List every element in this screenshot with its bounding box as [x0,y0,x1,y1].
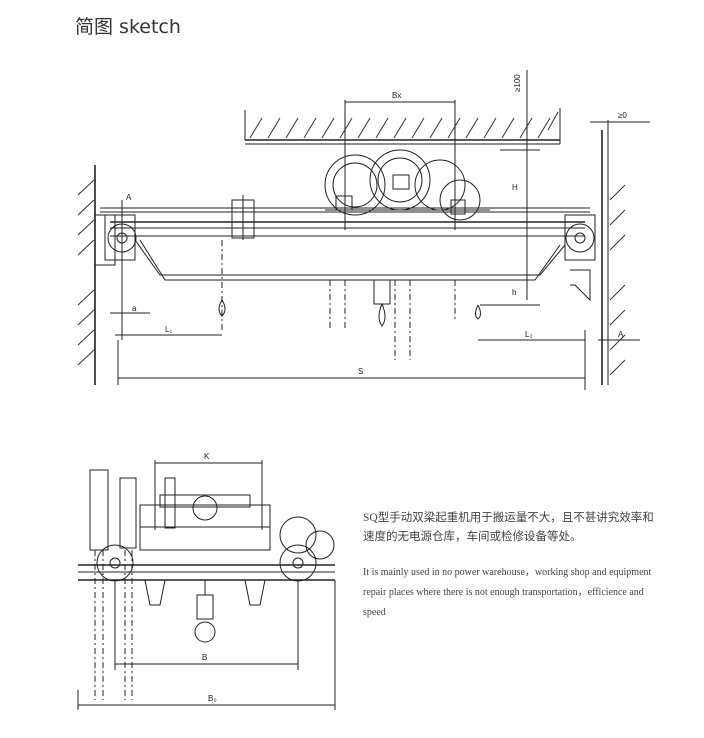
bottom-side-drawing: K B B₀ [77,452,336,710]
label-A-right: A [618,330,624,339]
top-elevation-drawing: Bx ≥100 ≥0 H h A A a L₁ L₂ S [77,70,650,390]
description-english: It is mainly used in no power warehouse，… [363,567,652,618]
label-H: H [512,183,518,192]
label-gap-side: ≥0 [618,111,627,120]
label-K: K [204,452,210,461]
label-gap-top: ≥100 [513,74,522,92]
label-A-left: A [126,193,132,202]
label-L1: L₁ [165,325,172,334]
description-chinese: SQ型手动双梁起重机用于搬运量不大，且不甚讲究效率和速度的无电源仓库，车间或检修… [363,512,654,543]
label-a: a [132,304,137,313]
label-B0: B₀ [208,694,217,703]
description: SQ型手动双梁起重机用于搬运量不大，且不甚讲究效率和速度的无电源仓库，车间或检修… [363,509,663,623]
label-B: B [202,653,207,662]
label-h: h [512,288,516,297]
label-bx: Bx [392,91,401,100]
label-L2: L₂ [525,330,533,339]
label-S: S [358,367,363,376]
page-title: 简图 sketch [75,16,181,38]
